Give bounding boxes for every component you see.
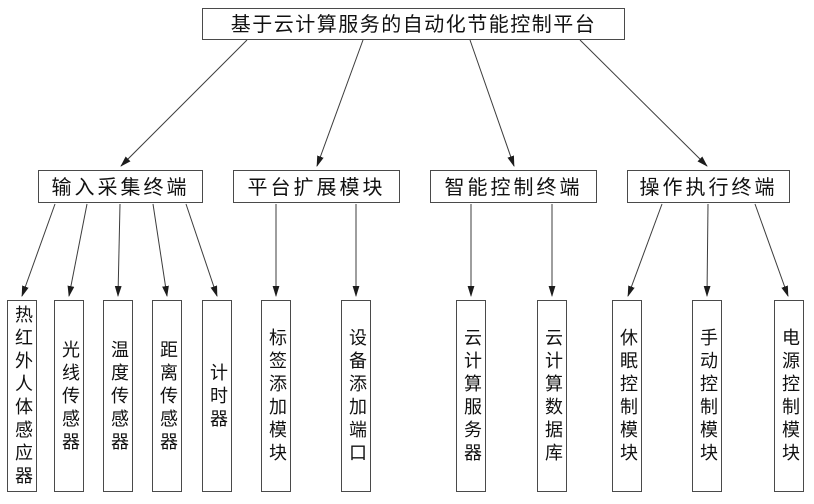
node-cloud-computing-database: 云计算数据库 [537,300,567,492]
node-distance-sensor: 距离传感器 [152,300,182,492]
node-temperature-sensor: 温度传感器 [103,300,133,492]
node-operation-execution-terminal: 操作执行终端 [627,170,790,203]
connector-arrow [316,39,364,167]
node-tag-add-module: 标签添加模块 [261,300,291,492]
node-platform-expansion-module: 平台扩展模块 [233,170,400,203]
connector-arrow [114,203,122,297]
connector-arrow [152,203,169,297]
connector-arrow [21,203,56,297]
node-intelligent-control-terminal: 智能控制终端 [430,170,597,203]
connector-arrow [120,39,248,167]
connector-arrow [703,203,711,297]
node-timer: 计时器 [202,300,232,492]
connector-arrow [627,203,663,297]
node-sleep-control-module: 休眠控制模块 [612,300,642,492]
node-manual-control-module: 手动控制模块 [692,300,722,492]
node-device-add-port: 设备添加端口 [341,300,371,492]
node-root-platform: 基于云计算服务的自动化节能控制平台 [202,8,625,40]
node-thermal-infrared-body-sensor: 热红外人体感应器 [7,300,37,492]
connector-arrow [469,39,515,167]
connector-arrow [185,203,218,297]
node-input-collection-terminal: 输入采集终端 [38,170,203,203]
connector-arrow [579,39,708,167]
node-cloud-computing-server: 云计算服务器 [456,300,486,492]
node-power-control-module: 电源控制模块 [774,300,804,492]
connector-arrow [67,203,88,297]
node-light-sensor: 光线传感器 [54,300,84,492]
connector-arrow [754,203,789,297]
